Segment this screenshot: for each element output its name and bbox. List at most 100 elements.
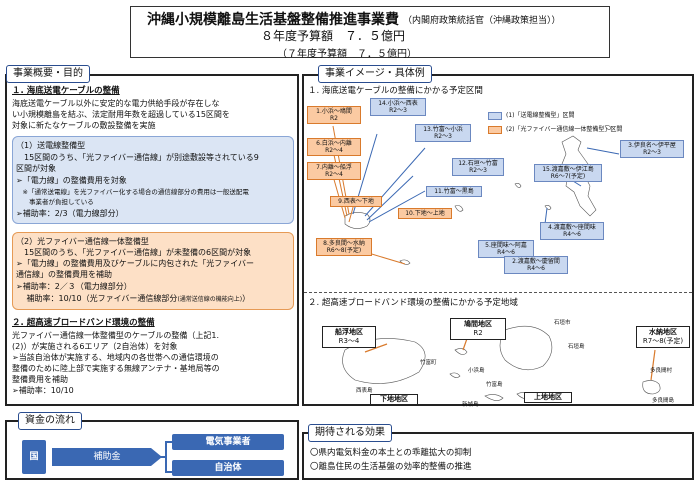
org-label: （内閣府政策統括官（沖縄政策担当）） [403,16,561,26]
funding-panel [5,420,299,480]
fiber-type-box [12,232,294,310]
area-funaura: 船浮地区 R3～4 [322,326,376,348]
route-label-1: 1.小浜～鳩間 R2 [307,106,361,124]
orange-line: 補助率：10/10（光ファイバー通信線部分(通常送信線の機能向上)） [16,293,251,305]
overview-label: 事業概要・目的 [6,65,90,83]
blue-line: 15区間のうち、「光ファイバー通信線」が別途敷設等されている9 [16,153,259,162]
legend-orange-text: (2)「光ファイバー通信線一体整備型」区間 [506,126,623,133]
heading-cable: １. 海底送電ケーブルの整備 [12,86,120,96]
route-label-15: 15.渡嘉敷～伊江島 R6～7(予定) [534,164,602,182]
p2-line: (2)）が実施される6エリア（2自治体）を対象 [12,342,178,351]
orange-line: 補助率：10/10（光ファイバー通信線部分 [16,294,178,303]
header-box: 沖縄小規模離島生活基盤整備推進事業費 （内閣府政策統括官（沖縄政策担当）） ８年… [130,6,610,60]
legend-orange-swatch [488,126,502,134]
cable-line [366,175,414,221]
p1-line: い小規模離島を結ぶ、法定耐用年数を超過している15区間を [12,110,230,119]
island-shape [449,372,461,378]
route-text: 2.渡嘉敷～慶留間 R4～6 [512,258,560,272]
route-text: 8.多良間～水納 R6～8(予定) [323,240,365,254]
area-kamiji: 上地地区 [524,392,572,403]
island-shape [544,205,552,210]
route-label-13: 13.竹富～小浜 R2～3 [415,124,471,142]
arrow-branch [160,441,172,473]
orange-line: 15区間のうち、「光ファイバー通信線」が未整備の6区間が対象 [16,248,252,257]
blue-line: ➢補助率：2/3（電力線部分） [16,209,124,218]
broadband-map [342,325,661,401]
page-title: 沖縄小規模離島生活基盤整備推進事業費 [147,12,399,28]
funding-label: 資金の流れ [18,412,82,430]
route-label-5: 5.座間味～阿嘉 R4～6 [478,240,534,258]
island-shape [454,348,468,355]
orange-line: ➢「電力線」の整備費用及びケーブルに内包された「光ファイバー [16,259,255,268]
place-label: 多良間村 [650,368,673,374]
area-pointer [650,349,656,381]
area-name: 船浮地区 [335,328,363,336]
area-shimoji: 下地地区 [370,394,418,405]
effects-panel [302,432,694,480]
route-text: 11.竹富～黒島 [434,188,474,195]
island-shape [604,125,612,130]
route-label-2: 2.渡嘉敷～慶留間 R4～6 [504,256,568,274]
route-text: 12.石垣～竹富 R2～3 [458,160,498,174]
route-label-8: 8.多良間～水納 R6～8(予定) [316,238,372,256]
place-label: 新城島 [462,402,479,408]
route-text: 14.小浜～西表 R2～3 [378,100,418,114]
area-period: R2 [473,329,483,337]
overview-panel [5,74,299,406]
route-label-4: 4.渡嘉敷～座間味 R4～6 [540,222,604,240]
route-text: 5.座間味～阿嘉 R4～6 [485,242,527,256]
p2-line: ➢補助率：10/10 [12,386,74,395]
p2-line: 整備費用を補助 [12,375,68,384]
place-label: 多良間島 [652,398,675,404]
orange-line: ） [242,294,251,303]
route-label-7: 7.内離～船浮 R2～4 [307,162,361,180]
route-text: 4.渡嘉敷～座間味 R4～6 [548,224,596,238]
place-label: 小浜島 [468,368,485,374]
p2-line: 光ファイバー通信線一体整備型のケーブルの整備（上記1. [12,331,219,340]
cable-line [544,207,548,225]
place-label: 石垣島 [568,344,585,350]
route-text: 7.内離～船浮 R2～4 [316,164,352,178]
area-name: 鳩間地区 [464,320,492,328]
legend-blue-text: (1)「送電線整備型」区間 [506,112,575,119]
island-shape [344,212,371,229]
effect-item: 〇離島住民の生活基盤の効率的整備の推進 [310,462,472,472]
orange-small: (通常送信線の機能向上) [177,296,243,303]
route-text: 9.西表～下地 [338,198,374,205]
blue-note: ※「通常送電線」を光ファイバー化する場合の通信線部分の費用は一般送配電 [16,188,249,196]
blue-note: 事業者が負担している [16,198,94,206]
image-label: 事業イメージ・具体例 [318,65,432,83]
route-label-6: 6.白浜～内離 R2～4 [307,138,361,156]
orange-line: （2）光ファイバー通信線一体整備型 [16,237,149,246]
iriomote-island [342,338,426,384]
target-municipality: 自治体 [172,460,284,476]
blue-line: （1）送電線整備型 [16,141,86,150]
blue-line: 区間が対象 [16,164,56,173]
blue-line: ➢「電力線」の整備費用を対象 [16,176,127,185]
p2-line: 整備のために陸上部で実施する無線アンテナ・基地局等の [12,364,220,373]
route-text: 3.伊良名～伊平屋 R2～3 [628,142,676,156]
tarama-island [642,380,661,395]
area-period: R7～8(予定) [642,337,684,345]
heading-broadband: ２. 超高速ブロードバンド環境の整備 [12,318,155,328]
transmission-type-box [12,136,294,224]
image-panel [302,74,694,406]
arrow-branch-line [160,441,172,473]
effect-item: 〇県内電気料金の本土との乖離拡大の抑制 [310,448,472,458]
route-text: 13.竹富～小浜 R2～3 [423,126,463,140]
route-label-10: 10.下地～上地 [398,208,452,219]
area-hatoma: 鳩間地区 R2 [450,318,506,340]
area-pointer [364,343,388,353]
place-label: 竹富町 [420,360,437,366]
ishigaki-island [499,325,553,371]
route-label-3: 3.伊良名～伊平屋 R2～3 [620,140,684,158]
route-label-14: 14.小浜～西表 R2～3 [370,98,426,116]
place-label: 石垣市 [554,320,571,326]
island-shape [514,183,522,188]
shimoji-island [484,394,504,401]
place-label: 竹富島 [486,382,503,388]
budget-r7: （７年度予算額 ７．５億円） [277,49,417,60]
legend-blue-swatch [488,112,502,120]
cable-line [368,190,426,223]
country-box: 国 [22,440,46,474]
